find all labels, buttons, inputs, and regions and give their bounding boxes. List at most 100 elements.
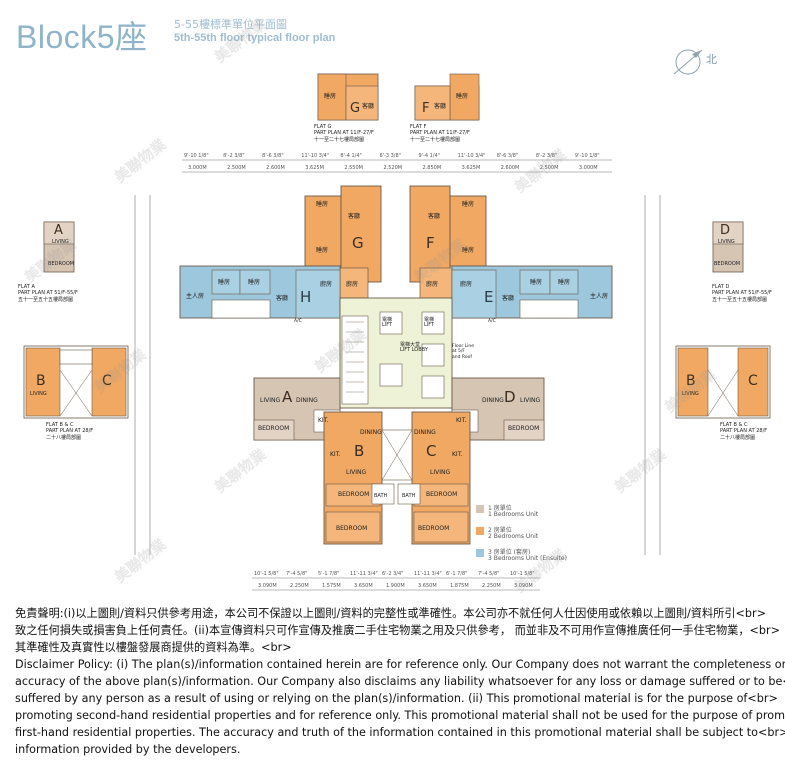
unit-b-bedroom1: BEDROOM	[338, 491, 370, 498]
unit-c-bath: BATH	[402, 493, 416, 499]
unit-g-bed2: 睡房	[316, 247, 329, 254]
unit-e-living: 客廳	[502, 295, 515, 302]
unit-b-kit: KIT.	[330, 451, 341, 458]
dimension-label-metric: 3.000M	[578, 165, 598, 171]
unit-d-letter: D	[504, 388, 516, 406]
dimension-label-metric: 2.500M	[227, 165, 246, 171]
legend-row-3bed: 3 房單位 (套房) 3 Bedrooms Unit (Ensuite)	[476, 547, 586, 569]
dimension-label: 6'-1 7/8"	[446, 571, 468, 577]
disclaimer-line: suffered by any person as a result of us…	[15, 692, 778, 705]
unit-h-bed2: 睡房	[248, 279, 261, 286]
unit-h-kit: 廚房	[320, 281, 333, 288]
dimension-label-metric: 3.000M	[188, 165, 207, 171]
part-bc-left-living: LIVING	[30, 391, 47, 397]
unit-g-bed1: 睡房	[316, 201, 329, 208]
unit-g-letter: G	[352, 234, 364, 252]
part-plan-d	[712, 221, 744, 273]
unit-b-dining: DINING	[360, 429, 382, 436]
dimension-label-metric: 2.250M	[482, 583, 501, 589]
part-bc-right-caption-zh: 二十八樓局部圖	[720, 435, 756, 441]
unit-f-bed2: 睡房	[462, 247, 475, 254]
part-bc-right-c: C	[748, 373, 758, 389]
dimension-label-metric: 2.600M	[266, 165, 285, 171]
part-plan-bc-right	[675, 345, 771, 419]
floor-plan-diagram: Block5座 5-55樓標準單位平面圖 5th-55th floor typi…	[16, 15, 772, 596]
part-d-bedroom: BEDROOM	[714, 261, 741, 267]
part-plan-bc-left	[23, 345, 129, 419]
flat-e	[451, 265, 613, 319]
dimension-label: 11'-10 3/4"	[301, 153, 330, 159]
dimension-label-metric: 3.650M	[354, 583, 373, 589]
unit-a-dining: DINING	[296, 397, 318, 404]
disclaimer-line: 致之任何損失或損害負上任何責任。(ii)本宣傳資料只可作宣傳及推廣二手住宅物業之…	[15, 624, 780, 637]
building-core	[339, 297, 453, 409]
dimension-label-metric: 3.625M	[461, 165, 481, 171]
part-g-letter: G	[350, 101, 361, 116]
unit-a-letter: A	[282, 388, 293, 406]
part-g-caption-zh: 十一至二十七樓局部圖	[314, 137, 365, 143]
right-dimension-line	[644, 195, 661, 555]
part-f-caption-en: FLAT F PART PLAN AT 11/F-27/F	[410, 124, 470, 136]
north-arrow-icon	[673, 49, 703, 75]
disclaimer-line: accuracy of the above plan(s)/informatio…	[15, 675, 785, 688]
part-bc-left-c: C	[102, 373, 112, 389]
unit-f-kit: 廚房	[426, 281, 439, 288]
part-bc-left-caption-zh: 二十八樓局部圖	[46, 435, 82, 441]
block-title: Block5座	[16, 19, 148, 55]
flat-f	[409, 185, 487, 299]
unit-h-letter: H	[300, 288, 312, 306]
unit-c-letter: C	[426, 442, 437, 460]
legend-swatch-3bed	[476, 549, 484, 557]
dimension-label: 6'-2 3/4"	[382, 571, 404, 577]
part-bc-right-caption-en: FLAT B & C PART PLAN AT 28/F	[720, 422, 768, 434]
legend-swatch-2bed	[476, 527, 484, 535]
dimension-label: 11'-11 3/4"	[350, 571, 378, 577]
part-bc-left-b: B	[36, 373, 46, 389]
dimension-label-metric: 3.650M	[418, 583, 437, 589]
top-dimension-line	[182, 159, 612, 173]
legend-label-zh: 1 房單位	[488, 505, 512, 512]
dimension-label-metric: 1.575M	[322, 583, 341, 589]
unit-c-kit: KIT.	[452, 451, 463, 458]
unit-e-kit: 廚房	[460, 281, 473, 288]
legend-label-zh: 3 房單位 (套房)	[488, 549, 531, 556]
legend-row-1bed: 1 房單位 1 Bedrooms Unit	[476, 503, 586, 525]
part-bc-right-b: B	[686, 373, 696, 389]
unit-type-legend: 1 房單位 1 Bedrooms Unit 2 房單位 2 Bedrooms U…	[476, 503, 586, 569]
legend-label-en: 2 Bedrooms Unit	[488, 533, 539, 540]
dimension-label-metric: 3.625M	[305, 165, 324, 171]
disclaimer-line: 其準確性及真實性以樓盤發展商提供的資料為準。<br>	[15, 641, 292, 654]
dimension-label: 8'-4 1/4"	[340, 153, 362, 159]
unit-h-master: 主人房	[186, 293, 205, 300]
flat-c	[397, 411, 471, 545]
flat-h	[179, 265, 341, 319]
part-a-living: LIVING	[52, 239, 69, 245]
part-plan-a	[43, 221, 75, 273]
dimension-label: 10'-1 5/8"	[254, 571, 279, 577]
unit-b-letter: B	[354, 442, 365, 460]
unit-f-bed1: 睡房	[462, 201, 475, 208]
unit-a-bedroom: BEDROOM	[258, 425, 290, 432]
unit-g-living: 客廳	[348, 213, 361, 220]
unit-b-bedroom2: BEDROOM	[336, 525, 368, 532]
dimension-label: 6'-3 3/8"	[379, 153, 401, 159]
unit-f-living: 客廳	[428, 213, 441, 220]
dimension-label-metric: 1.900M	[386, 583, 405, 589]
dimension-label: 9'-4 1/4"	[418, 153, 441, 159]
dimension-label: 9'-10 1/8"	[184, 153, 209, 159]
part-g-caption-en: FLAT G PART PLAN AT 11/F-27/F	[314, 124, 374, 136]
part-d-caption-en: FLAT D PART PLAN AT 51/F-55/F	[712, 284, 772, 296]
part-d-living: LIVING	[718, 239, 735, 245]
unit-b-living: LIVING	[346, 469, 367, 476]
unit-f-letter: F	[426, 234, 435, 252]
disclaimer-line: Disclaimer Policy: (i) The plan(s)/infor…	[15, 658, 785, 671]
dimension-label: 11'-11 3/4"	[414, 571, 442, 577]
legend-label-en: 3 Bedrooms Unit (Ensuite)	[488, 555, 567, 562]
legend-swatch-1bed	[476, 505, 484, 513]
core-lift-lobby: 電梯大堂 LIFT LOBBY	[400, 342, 428, 353]
part-f-caption-zh: 十一至二十七樓局部圖	[410, 137, 461, 143]
dimension-label-metric: 3.090M	[258, 583, 277, 589]
disclaimer-line: promoting second-hand residential proper…	[15, 709, 785, 722]
dimension-label-metric: 2.520M	[383, 165, 403, 171]
unit-c-living: LIVING	[430, 469, 451, 476]
